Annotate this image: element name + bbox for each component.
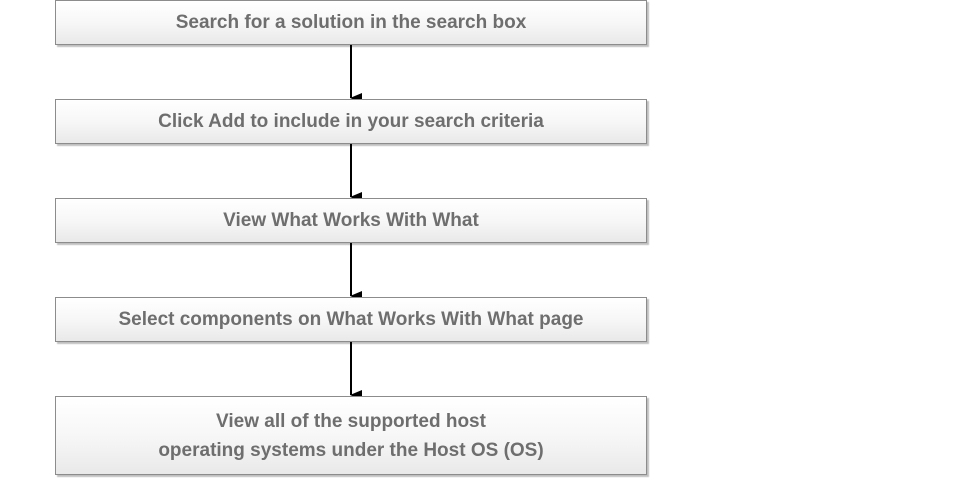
flow-step-label: Search for a solution in the search box	[175, 12, 527, 33]
flow-step-label: Select components on What Works With Wha…	[118, 309, 584, 330]
flow-step-search: Search for a solution in the search box	[55, 0, 647, 45]
flow-step-label: View What Works With What	[223, 210, 479, 231]
flow-step-label: Click Add to include in your search crit…	[158, 111, 544, 132]
flow-step-select-components: Select components on What Works With Wha…	[55, 297, 647, 342]
flow-step-view-host-os: View all of the supported host operating…	[55, 396, 647, 475]
flow-step-label: View all of the supported host operating…	[158, 410, 544, 461]
flow-step-click-add: Click Add to include in your search crit…	[55, 99, 647, 144]
flow-step-view-what-works: View What Works With What	[55, 198, 647, 243]
